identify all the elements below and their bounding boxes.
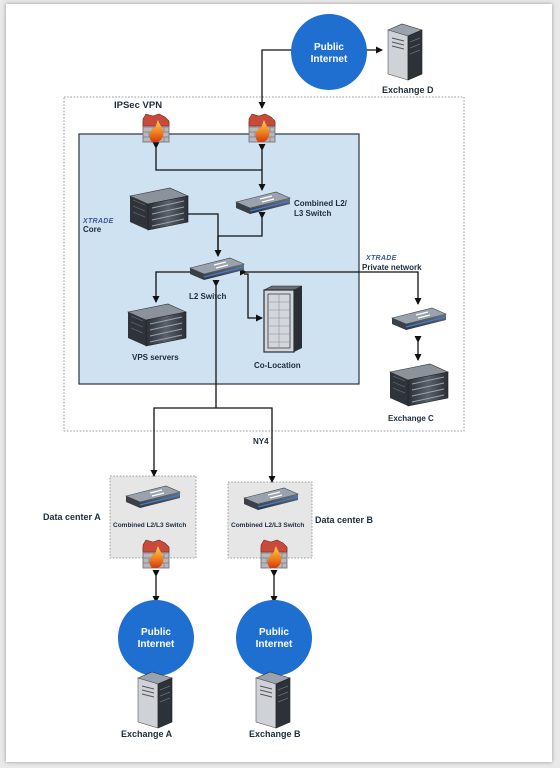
- link-firewalls-switch: [152, 142, 266, 191]
- server-core: [129, 187, 189, 231]
- public-internet-b: Public Internet: [236, 600, 312, 676]
- server-vps: [127, 303, 187, 347]
- link-core-l2: [182, 210, 219, 256]
- label-combined-switch-top-2: L3 Switch: [294, 209, 331, 218]
- link-internet-d-firewall: [258, 49, 294, 109]
- link-l2-private: [240, 268, 422, 305]
- internet-d-circle: [291, 14, 367, 90]
- label-vps-servers: VPS servers: [132, 353, 179, 362]
- label-private-network: Private network: [362, 263, 422, 272]
- label-data-center-b: Data center B: [315, 515, 374, 525]
- link-trunk-dc-b: [216, 407, 276, 483]
- label-exchange-a: Exchange A: [121, 729, 173, 739]
- network-diagram: Public Internet Exchange D IPSec VPN XTR…: [43, 14, 465, 739]
- public-internet-d: Public Internet: [291, 14, 367, 90]
- label-core: Core: [83, 225, 102, 234]
- page: Public Internet Exchange D IPSec VPN XTR…: [6, 4, 552, 762]
- core-zone: [78, 133, 360, 385]
- internet-a-line2: Internet: [138, 639, 175, 650]
- label-co-location: Co-Location: [254, 361, 301, 370]
- label-l2-switch: L2 Switch: [189, 292, 226, 301]
- internet-d-line1: Public: [314, 42, 344, 53]
- internet-b-circle: [236, 600, 312, 676]
- server-exchange-a: [137, 671, 173, 729]
- label-exchange-d: Exchange D: [382, 85, 434, 95]
- link-l2-vps: [152, 271, 192, 303]
- firewall-dc-b: [260, 539, 288, 569]
- ny4-boundary: [63, 96, 465, 432]
- label-data-center-a: Data center A: [43, 512, 101, 522]
- co-location-cabinet: [263, 285, 303, 353]
- public-internet-a: Public Internet: [118, 600, 194, 676]
- server-exchange-c: [389, 363, 449, 407]
- firewall-ipsec-left: [142, 113, 170, 143]
- firewall-ipsec-right: [248, 113, 276, 143]
- server-exchange-d: [387, 23, 423, 81]
- firewall-dc-a: [142, 539, 170, 569]
- label-ipsec-vpn: IPSec VPN: [114, 100, 162, 111]
- server-exchange-b: [255, 671, 291, 729]
- private-brand-logo: XTRADE: [365, 255, 397, 262]
- switch-private: [391, 307, 447, 331]
- label-combined-switch-top-1: Combined L2/: [294, 199, 348, 208]
- label-ny4: NY4: [253, 437, 269, 446]
- link-trunk-dc-a: [150, 407, 216, 477]
- internet-a-line1: Public: [141, 627, 171, 638]
- label-combined-switch-b: Combined L2/L3 Switch: [231, 522, 304, 529]
- internet-b-line2: Internet: [256, 639, 293, 650]
- label-exchange-c: Exchange C: [388, 414, 434, 423]
- label-combined-switch-a: Combined L2/L3 Switch: [113, 522, 186, 529]
- internet-a-circle: [118, 600, 194, 676]
- connections: [150, 46, 422, 603]
- internet-b-line1: Public: [259, 627, 289, 638]
- label-exchange-b: Exchange B: [249, 729, 301, 739]
- internet-d-line2: Internet: [311, 54, 348, 65]
- core-brand-logo: XTRADE: [82, 218, 114, 225]
